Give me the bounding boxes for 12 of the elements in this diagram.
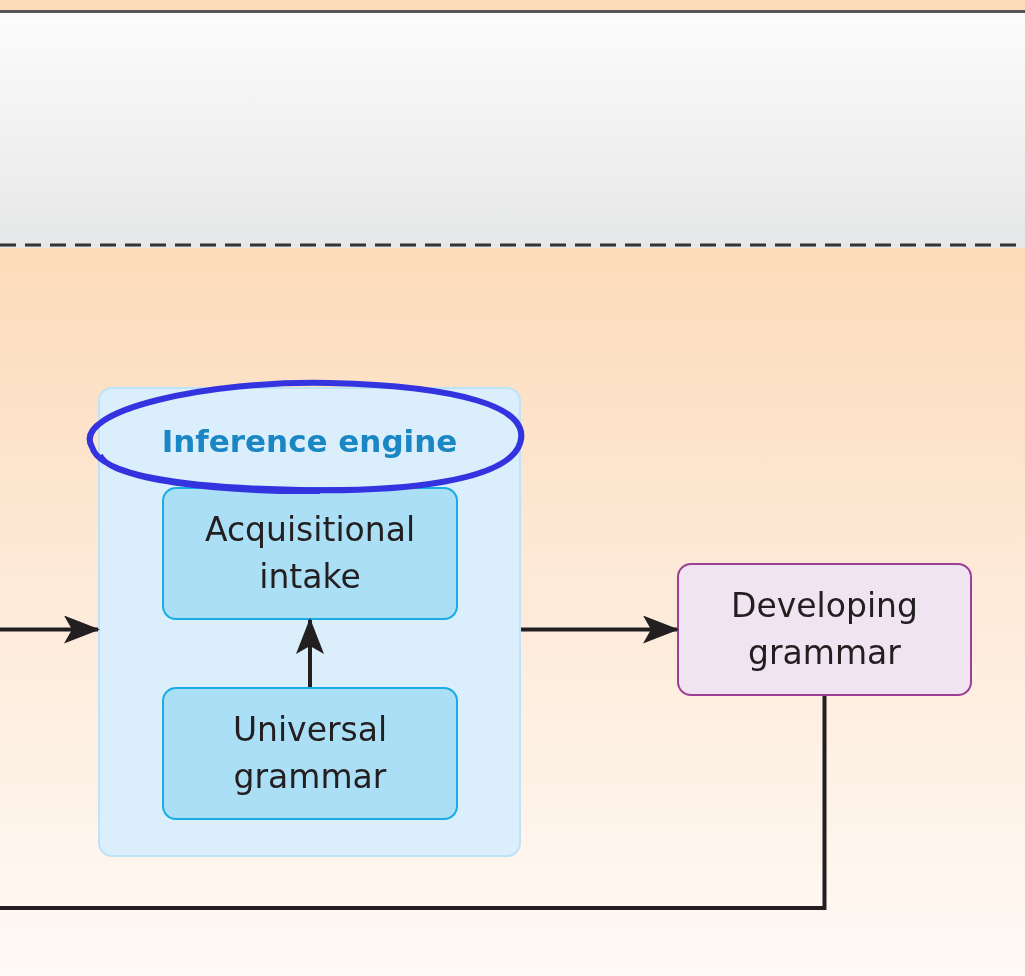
process-box [162, 687, 458, 820]
arrow [521, 615, 679, 644]
process-box [162, 487, 458, 620]
box-label: Acquisitional intake [203, 508, 417, 598]
process-box [677, 563, 972, 696]
arrow [0, 615, 100, 644]
panel-title: Inference engine [161, 422, 458, 461]
box-label: Developing grammar [730, 584, 919, 674]
arrow [296, 618, 324, 687]
inference-engine-panel [98, 387, 521, 857]
connector-line [0, 696, 827, 910]
box-label: Universal grammar [231, 708, 389, 798]
